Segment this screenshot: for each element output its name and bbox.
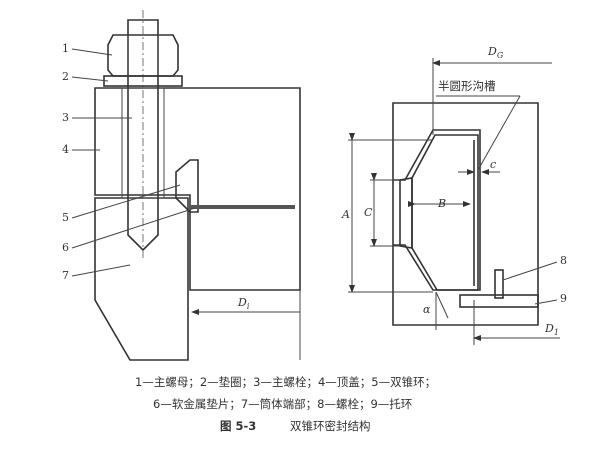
figure-title: 双锥环密封结构 [290, 419, 371, 433]
dim-label-di-sub: i [247, 302, 250, 311]
right-section-view: DG 半圆形沟槽 A C B c α 8 9 D1 [341, 45, 567, 345]
left-section-view: Di 1 2 3 4 5 6 7 [62, 10, 301, 361]
callout-3: 3 [62, 111, 69, 124]
legend-line-1: 1—主螺母；2—垫圈；3—主螺栓；4—顶盖；5—双锥环； [135, 375, 436, 389]
angle-alpha: α [423, 303, 431, 316]
support-ring [459, 294, 539, 308]
callout-8: 8 [560, 254, 567, 267]
callout-5: 5 [62, 211, 69, 224]
dim-label-di: D [237, 296, 247, 309]
groove-label: 半圆形沟槽 [438, 79, 496, 93]
dim-label-a: A [341, 208, 350, 221]
double-cone-ring [175, 159, 199, 213]
callout-7: 7 [62, 269, 69, 282]
top-cover [94, 87, 301, 291]
main-bolt [127, 19, 159, 252]
callout-1: 1 [62, 42, 69, 55]
figure-number: 图 5-3 [220, 419, 256, 433]
soft-metal-gasket [190, 205, 295, 209]
callout-6: 6 [62, 241, 69, 254]
svg-text:Di: Di [237, 296, 250, 311]
dim-label-d1-sub: 1 [554, 328, 559, 337]
svg-text:DG: DG [487, 45, 504, 60]
dim-label-dg-sub: G [497, 51, 504, 60]
dim-label-c-upper: C [364, 206, 373, 219]
dim-label-d1: D [544, 322, 554, 335]
callout-9: 9 [560, 292, 567, 305]
callout-2: 2 [62, 70, 69, 83]
legend-line-2: 6—软金属垫片；7—筒体端部；8—螺栓；9—托环 [153, 397, 412, 411]
dim-label-dg: D [487, 45, 497, 58]
left-callouts: 1 2 3 4 5 6 7 [62, 42, 196, 282]
vessel-end [94, 197, 189, 361]
dim-label-c-lower: c [490, 158, 496, 171]
main-nut [107, 34, 179, 77]
svg-text:D1: D1 [544, 322, 559, 337]
dim-label-b: B [437, 197, 446, 210]
figure-caption: 1—主螺母；2—垫圈；3—主螺栓；4—顶盖；5—双锥环； 6—软金属垫片；7—筒… [135, 375, 436, 433]
ring-body [411, 134, 479, 291]
callout-4: 4 [62, 143, 69, 156]
